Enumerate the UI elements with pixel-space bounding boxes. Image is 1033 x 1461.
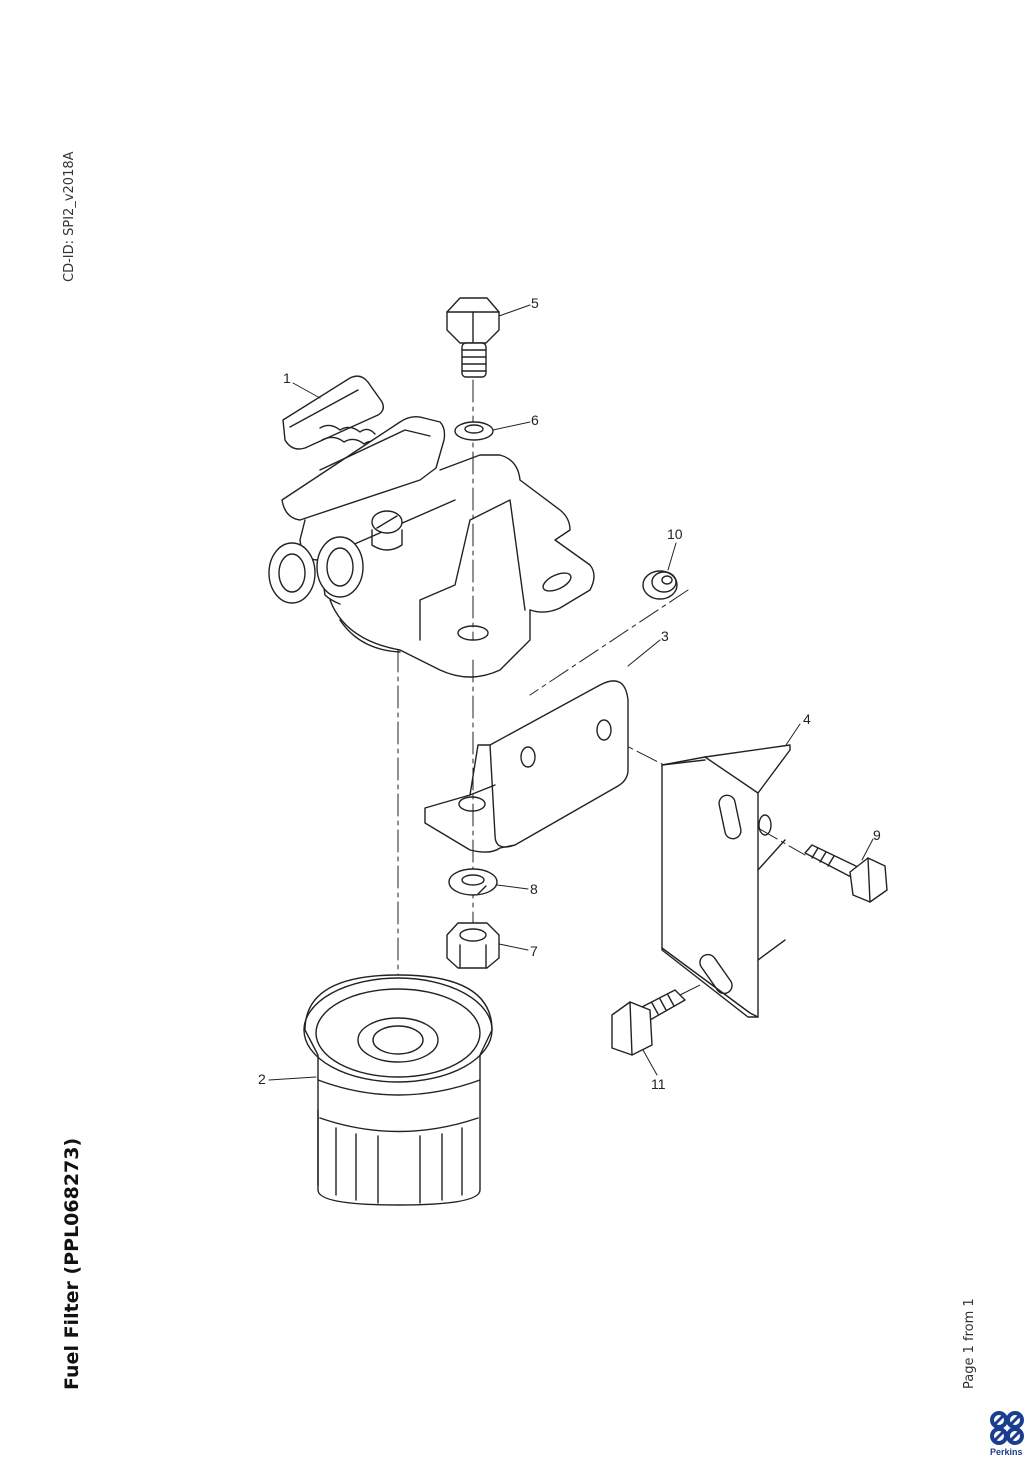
part-washer-6 (454, 421, 494, 441)
callout-4: 4 (803, 711, 811, 727)
part-nut-7 (446, 922, 500, 969)
callout-11: 11 (651, 1076, 666, 1092)
callout-1: 1 (283, 370, 291, 386)
callout-7: 7 (530, 943, 538, 959)
callout-3: 3 (661, 628, 669, 644)
perkins-logo-icon (990, 1411, 1024, 1445)
callout-6: 6 (531, 412, 539, 428)
part-bolt-5 (446, 297, 500, 378)
callout-9: 9 (873, 827, 881, 843)
callout-2: 2 (258, 1071, 266, 1087)
part-plate-4 (661, 744, 791, 1018)
callout-5: 5 (531, 295, 539, 311)
part-filter-canister-2 (303, 974, 493, 1206)
part-bolt-11 (611, 989, 686, 1056)
perkins-logo: Perkins (985, 1410, 1031, 1460)
part-lockwasher-8 (448, 868, 498, 896)
callout-8: 8 (530, 881, 538, 897)
part-nut-10 (642, 570, 678, 600)
part-filter-head (268, 415, 595, 678)
brand-name: Perkins (990, 1447, 1023, 1457)
part-cap-1 (282, 375, 385, 450)
callout-10: 10 (667, 526, 683, 542)
part-bracket-3 (424, 680, 629, 853)
part-bolt-9 (804, 844, 888, 903)
